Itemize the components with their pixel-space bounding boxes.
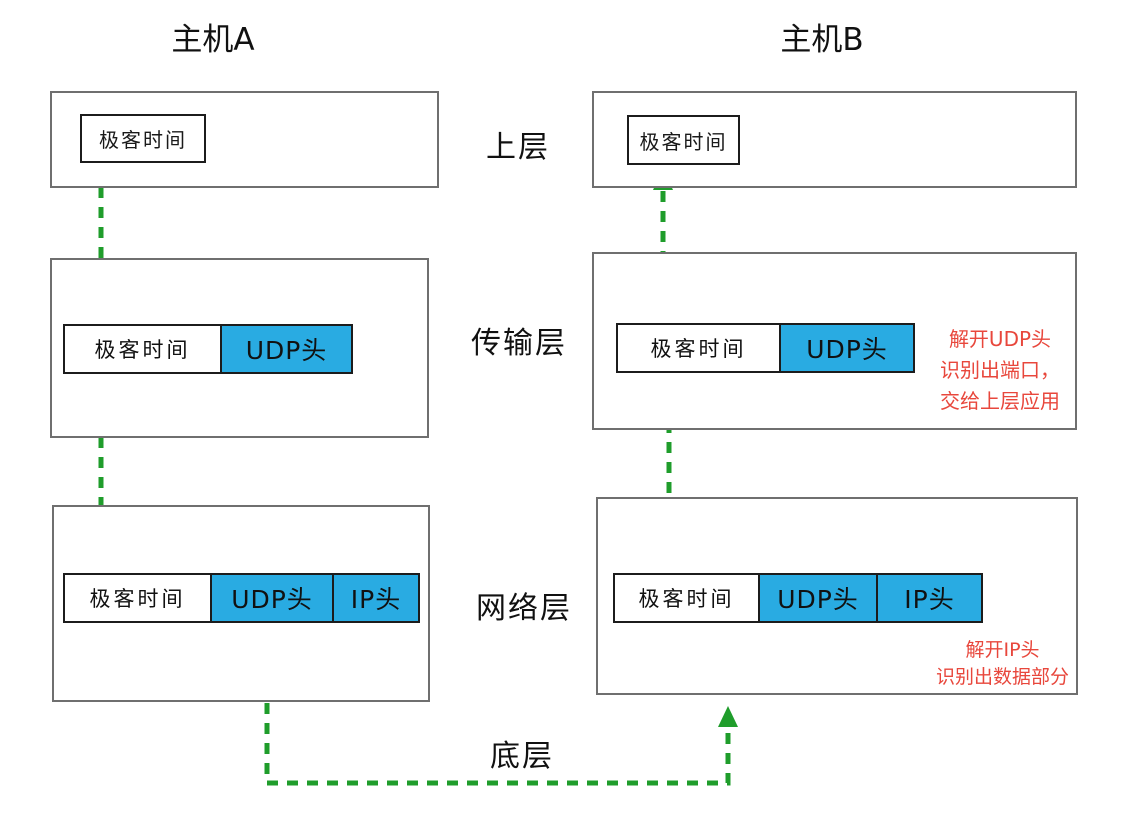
layer-label-bottom: 底层: [490, 739, 554, 774]
payload-label: 极客时间: [94, 338, 191, 362]
payload-segment: 极客时间: [613, 573, 760, 623]
arrowhead-up-network-b: [718, 706, 738, 727]
payload-label: 极客时间: [638, 587, 735, 611]
udp-header-segment: UDP头: [779, 323, 915, 373]
layer-label-transport: 传输层: [471, 326, 567, 361]
payload-segment: 极客时间: [63, 573, 212, 623]
ip-header-segment: IP头: [332, 573, 420, 623]
ip-header-label: IP头: [904, 585, 955, 614]
host-b-title: 主机B: [780, 22, 864, 58]
ip-unpack-line-1: 解开IP头: [965, 639, 1040, 661]
ip-header-segment: IP头: [876, 573, 983, 623]
udp-unpack-line-3: 交给上层应用: [940, 389, 1060, 413]
udp-header-segment: UDP头: [210, 573, 334, 623]
payload-segment: 极客时间: [616, 323, 781, 373]
payload-label: 极客时间: [99, 128, 187, 152]
ip-header-label: IP头: [350, 585, 402, 614]
layer-label-network: 网络层: [476, 591, 572, 626]
host-b-payload-box: 极客时间: [627, 115, 740, 165]
payload-label: 极客时间: [89, 587, 186, 611]
udp-header-label: UDP头: [245, 336, 328, 365]
layer-label-upper: 上层: [486, 130, 550, 165]
udp-header-label: UDP头: [231, 585, 313, 614]
host-a-title: 主机A: [171, 22, 255, 58]
host-b-network-packet: 极客时间 UDP头 IP头: [613, 573, 983, 623]
udp-unpack-annotation: 解开UDP头 识别出端口， 交给上层应用: [925, 324, 1075, 417]
host-b-transport-datagram: 极客时间 UDP头: [616, 323, 915, 373]
udp-header-label: UDP头: [806, 335, 888, 364]
host-a-payload-box: 极客时间: [80, 114, 206, 163]
payload-label: 极客时间: [639, 129, 728, 154]
udp-unpack-line-2: 识别出端口，: [940, 358, 1060, 382]
ip-unpack-annotation: 解开IP头 识别出数据部分: [925, 637, 1080, 691]
host-a-transport-datagram: 极客时间 UDP头: [63, 324, 353, 374]
udp-unpack-line-1: 解开UDP头: [948, 327, 1052, 351]
ip-unpack-line-2: 识别出数据部分: [935, 666, 1069, 688]
host-a-network-packet: 极客时间 UDP头 IP头: [63, 573, 420, 623]
udp-header-segment: UDP头: [220, 324, 353, 374]
udp-header-segment: UDP头: [758, 573, 878, 623]
payload-label: 极客时间: [650, 337, 747, 361]
payload-segment: 极客时间: [63, 324, 222, 374]
udp-header-label: UDP头: [777, 585, 859, 614]
